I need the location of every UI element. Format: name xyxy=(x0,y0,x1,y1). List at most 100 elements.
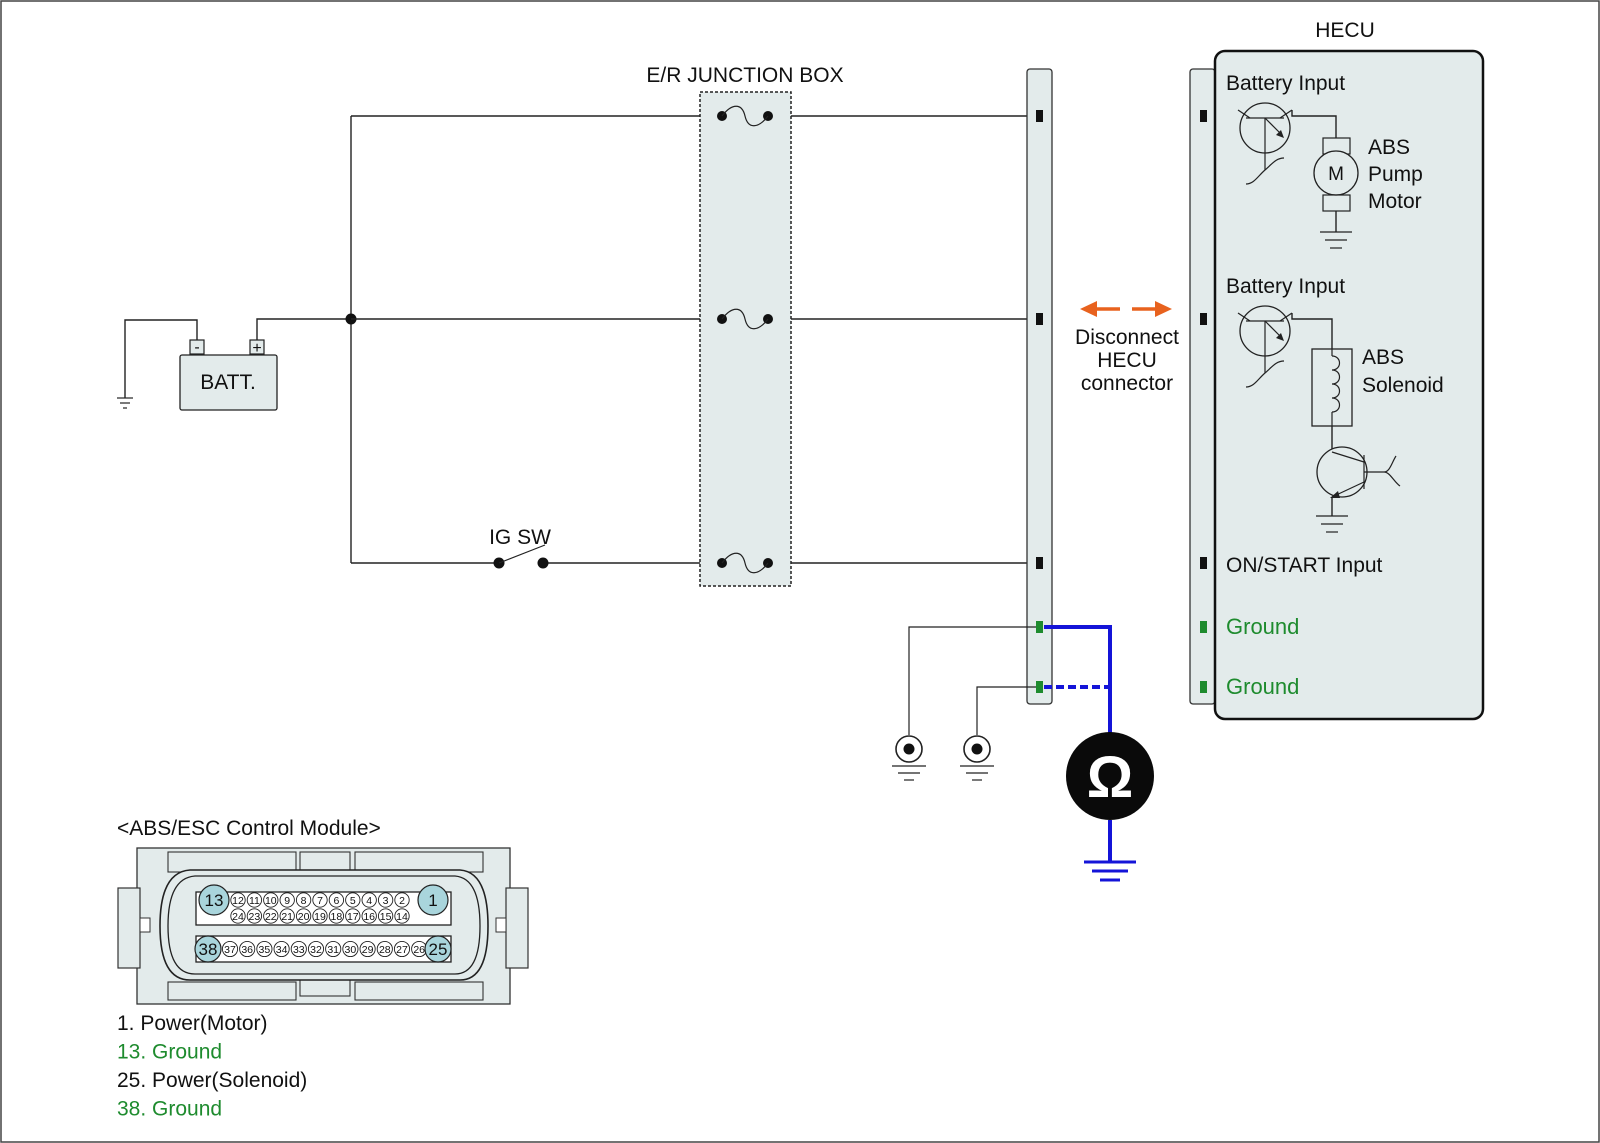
connector-pin-11 xyxy=(246,892,263,908)
hecu-battery-input-2: Battery Input xyxy=(1226,275,1345,298)
connector-pin-15 xyxy=(377,908,394,924)
connector-pin-label-32: 32 xyxy=(310,944,322,956)
connector-pin-31 xyxy=(325,940,342,958)
chassis-ground-2-icon xyxy=(960,735,994,781)
connector-pin-label-17: 17 xyxy=(347,911,359,923)
ignition-switch: IG SW xyxy=(489,526,551,569)
connector-pin-35 xyxy=(256,940,273,958)
connector-pin-label-2: 2 xyxy=(399,895,405,907)
fuse-2 xyxy=(717,308,773,330)
motor-ground-icon xyxy=(1320,231,1352,249)
connector-pin-label-13: 13 xyxy=(205,891,224,910)
connector-pin-9 xyxy=(279,892,295,908)
connector-pin-label-11: 11 xyxy=(249,895,260,907)
connector-pin-label-3: 3 xyxy=(383,895,389,907)
battery-minus-label: - xyxy=(194,339,199,356)
connector-pin-29 xyxy=(359,940,376,958)
connector-pin-24 xyxy=(230,908,246,924)
hecu-ground-1: Ground xyxy=(1226,614,1299,639)
hecu-on-start-input: ON/START Input xyxy=(1226,554,1383,577)
connector-pin-label-9: 9 xyxy=(284,895,290,907)
disconnect-label-line3: connector xyxy=(1081,372,1173,395)
connector-pin-label-21: 21 xyxy=(281,911,293,923)
hecu-title: HECU xyxy=(1315,19,1375,42)
solenoid-ground-icon xyxy=(1316,515,1348,533)
connector-pin-label-19: 19 xyxy=(314,911,326,923)
connector-pin-10 xyxy=(263,892,279,908)
connector-pin-16 xyxy=(361,908,377,924)
connector-pin-label-6: 6 xyxy=(333,895,339,907)
connector-pin-label-30: 30 xyxy=(345,944,357,956)
hecu-connector-strip xyxy=(1189,68,1216,705)
connector-pin-label-15: 15 xyxy=(380,911,392,923)
connector-pin-17 xyxy=(345,908,361,924)
connector-pin-label-23: 23 xyxy=(249,911,261,923)
connector-pin-12 xyxy=(230,892,246,908)
legend-item: 1. Power(Motor) xyxy=(117,1012,268,1035)
ground-wire-2 xyxy=(976,686,1036,735)
legend-item: 13. Ground xyxy=(117,1041,222,1064)
connector-pin-23 xyxy=(246,908,263,924)
connector-pin-label-29: 29 xyxy=(362,944,374,956)
battery-body xyxy=(179,354,278,411)
connector-pin-36 xyxy=(239,940,256,958)
connector-pin-label-28: 28 xyxy=(379,944,391,956)
connector-pin-label-7: 7 xyxy=(317,895,323,907)
connector-pin-25 xyxy=(424,935,452,963)
connector-title: <ABS/ESC Control Module> xyxy=(117,817,381,840)
pump-motor-icon: M xyxy=(1313,150,1359,196)
connector-pin-label-31: 31 xyxy=(327,944,339,956)
connector-pin-label-26: 26 xyxy=(413,944,425,956)
connector-pin-14 xyxy=(394,908,410,924)
connector-pin-label-12: 12 xyxy=(232,895,244,907)
connector-pin-22 xyxy=(263,908,279,924)
legend-item: 38. Ground xyxy=(117,1098,222,1121)
connector-pin-18 xyxy=(328,908,345,924)
connector-pin-2 xyxy=(394,892,410,908)
pin-legend: 1. Power(Motor) 13. Ground 25. Power(Solen… xyxy=(117,1012,307,1121)
connector-pin-label-38: 38 xyxy=(199,940,218,959)
connector-pin-label-8: 8 xyxy=(301,895,307,907)
solenoid-label-2: Solenoid xyxy=(1362,374,1444,397)
connector-pin-label-4: 4 xyxy=(366,895,372,907)
connector-pin-6 xyxy=(328,892,345,908)
ohmmeter: Ω xyxy=(1066,732,1154,820)
pump-motor-label-1: ABS xyxy=(1368,136,1410,159)
fuse-1 xyxy=(717,105,773,127)
battery: - + BATT. xyxy=(117,319,278,411)
connector-pin-label-14: 14 xyxy=(396,911,408,923)
legend-item: 25. Power(Solenoid) xyxy=(117,1069,307,1092)
connector-pin-33 xyxy=(290,940,307,958)
connector-pin-28 xyxy=(376,940,393,958)
ohmmeter-ground-icon xyxy=(1084,860,1136,882)
connector-pin-3 xyxy=(377,892,394,908)
solenoid-low-side-transistor-icon xyxy=(1316,446,1401,498)
connector-pin-label-33: 33 xyxy=(293,944,305,956)
junction-box-label: E/R JUNCTION BOX xyxy=(646,64,843,87)
connector-pin-37 xyxy=(221,940,239,958)
connector-pin-label-10: 10 xyxy=(265,895,277,907)
connector-pin-8 xyxy=(295,892,312,908)
connector-pin-label-35: 35 xyxy=(259,944,271,956)
solenoid-coil-icon xyxy=(1311,348,1353,427)
ground-wire-1 xyxy=(908,626,1036,735)
battery-label: BATT. xyxy=(200,371,256,394)
battery-positive-wire xyxy=(256,318,351,340)
motor-driver-transistor-icon xyxy=(1237,102,1293,185)
pump-motor-label-2: Pump xyxy=(1368,163,1423,186)
connector-pin-32 xyxy=(307,940,325,958)
connector-pin-label-20: 20 xyxy=(298,911,310,923)
disconnect-label-line2: HECU xyxy=(1097,349,1157,372)
connector-pin-label-22: 22 xyxy=(265,911,277,923)
fuse-3 xyxy=(717,552,773,574)
motor-symbol: M xyxy=(1328,164,1344,185)
connector-pin-1 xyxy=(417,884,449,916)
junction-box xyxy=(699,91,792,587)
solenoid-label-1: ABS xyxy=(1362,346,1404,369)
ohmmeter-symbol: Ω xyxy=(1087,745,1134,810)
